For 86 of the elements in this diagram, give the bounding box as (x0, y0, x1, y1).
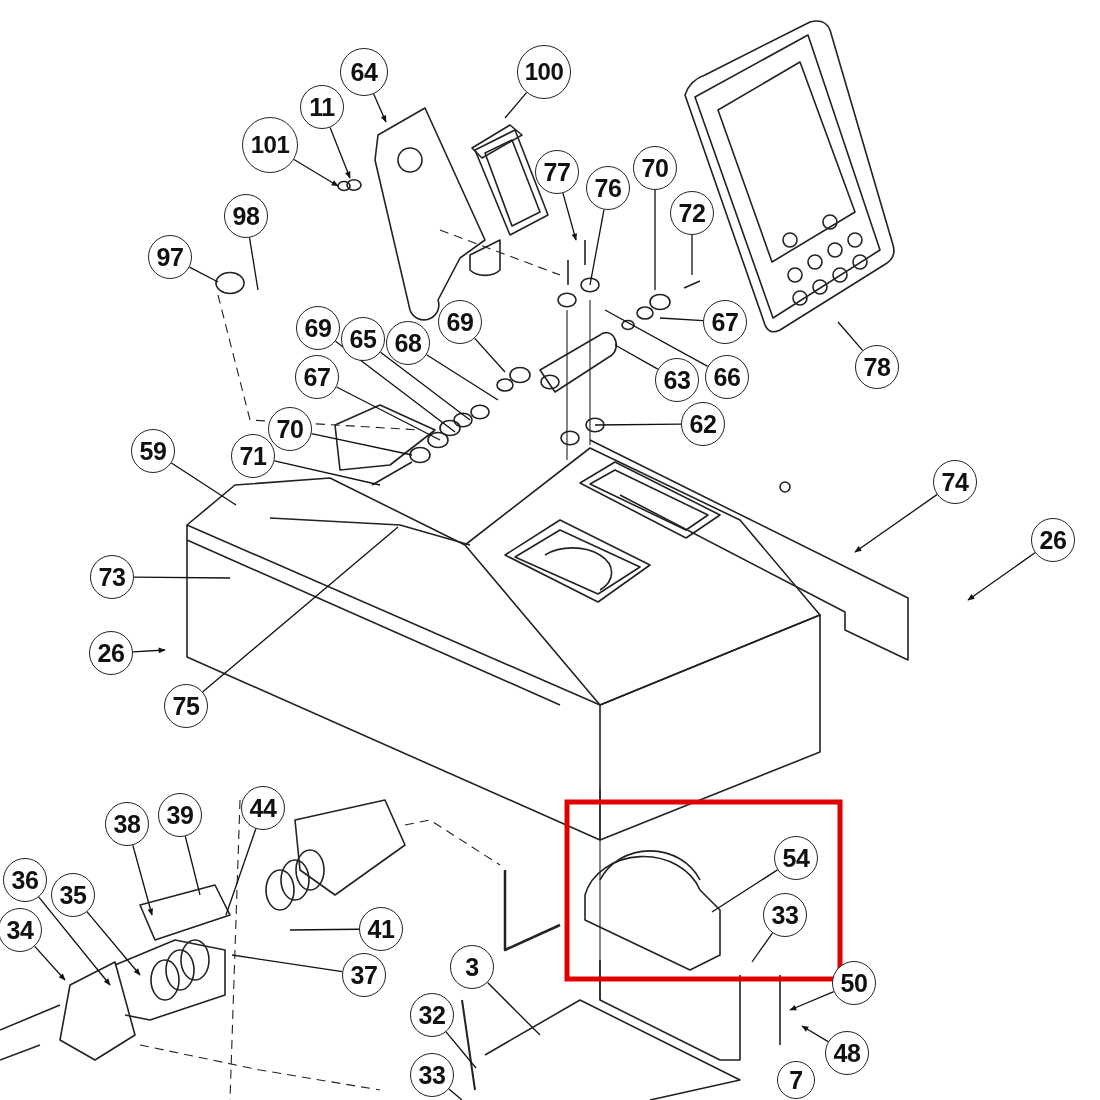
callout-number: 26 (89, 631, 133, 675)
callout-number: 50 (832, 961, 876, 1005)
callout-number: 36 (3, 858, 47, 902)
leader-line (38, 896, 111, 986)
callout-number: 32 (410, 993, 454, 1037)
callout-number: 54 (774, 836, 818, 880)
callout-number: 65 (341, 317, 385, 361)
leader-line (329, 126, 351, 179)
leader-line (225, 828, 257, 916)
leader-line (293, 158, 339, 187)
callout-number: 78 (855, 345, 899, 389)
leader-line (289, 928, 360, 931)
leader-line (562, 192, 577, 241)
leader-line (448, 1088, 463, 1100)
callout-number: 11 (300, 85, 344, 129)
leader-line (967, 552, 1036, 601)
leader-line (801, 1025, 829, 1043)
callout-number: 101 (242, 117, 298, 173)
leader-line (486, 981, 541, 1036)
leader-line (132, 844, 154, 916)
callout-number: 44 (241, 786, 285, 830)
leader-line (170, 462, 237, 506)
callout-number: 34 (0, 908, 42, 952)
callout-number: 33 (763, 893, 807, 937)
callout-number: 74 (933, 460, 977, 504)
callout-number: 7 (777, 1061, 815, 1099)
callout-number: 37 (342, 953, 386, 997)
callout-number: 67 (703, 300, 747, 344)
callout-number: 68 (386, 321, 430, 365)
leader-line (854, 493, 938, 553)
leader-line (86, 911, 141, 976)
leader-line (379, 351, 471, 421)
leader-line (335, 386, 441, 441)
callout-number: 63 (655, 358, 699, 402)
leader-line (751, 932, 773, 963)
leader-line (589, 209, 605, 286)
callout-number: 35 (51, 873, 95, 917)
callout-number: 69 (438, 300, 482, 344)
callout-number: 59 (131, 429, 175, 473)
callout-number: 97 (148, 235, 192, 279)
callout-number: 48 (825, 1031, 869, 1075)
callout-number: 26 (1031, 518, 1075, 562)
callout-number: 41 (359, 907, 403, 951)
leader-line (614, 344, 659, 370)
callout-number: 62 (681, 402, 725, 446)
leader-line (711, 869, 779, 913)
leader-line (188, 266, 219, 283)
callout-number: 71 (231, 434, 275, 478)
leader-line (659, 317, 704, 322)
callout-number: 98 (224, 194, 268, 238)
callout-number: 66 (705, 355, 749, 399)
callout-number: 70 (633, 146, 677, 190)
callout-number: 33 (410, 1053, 454, 1097)
leader-line (273, 460, 381, 486)
leader-line (425, 354, 499, 401)
leader-line (594, 423, 682, 426)
callout-number: 72 (670, 191, 714, 235)
leader-line (445, 1031, 477, 1069)
callout-number: 64 (340, 48, 388, 96)
callout-number: 70 (268, 407, 312, 451)
leader-line (248, 237, 259, 291)
leader-line (132, 647, 166, 654)
leader-line (837, 321, 864, 352)
leader-line (789, 990, 835, 1011)
callout-number: 69 (296, 306, 340, 350)
leader-line (202, 526, 399, 693)
callout-number: 67 (295, 355, 339, 399)
leader-line (373, 93, 387, 123)
callout-number: 100 (517, 45, 571, 99)
callout-number: 39 (158, 793, 202, 837)
callout-number: 73 (90, 555, 134, 599)
leader-line (231, 954, 343, 973)
leader-line (474, 337, 506, 373)
callout-number: 3 (450, 945, 494, 989)
leader-line (691, 234, 693, 276)
leader-line (604, 309, 709, 368)
leader-line (504, 91, 528, 119)
callout-number: 77 (535, 150, 579, 194)
callout-number: 76 (586, 166, 630, 210)
callout-number: 75 (164, 684, 208, 728)
leader-line (184, 835, 201, 896)
callout-number: 38 (105, 802, 149, 846)
leader-line (34, 945, 66, 981)
leader-line (654, 189, 656, 291)
leader-line (310, 432, 413, 456)
leader-line (133, 576, 231, 579)
